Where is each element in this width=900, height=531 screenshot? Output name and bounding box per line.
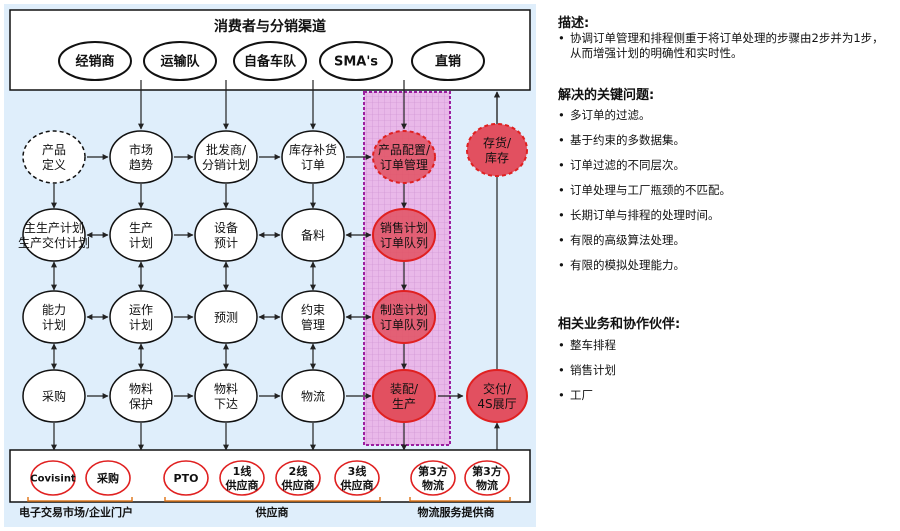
right-node-label: 存货/库存 [483,135,512,165]
channel-node [233,41,307,81]
bottom-node-label: 1线供应商 [225,464,259,492]
process-node [281,290,345,344]
process-node [281,130,345,184]
bottom-node-label: 第3方物流 [418,464,448,492]
process-node [281,369,345,423]
process-node [109,369,173,423]
process-node [109,130,173,184]
process-node [22,130,86,184]
process-node-label: 约束管理 [301,302,325,332]
bottom-node-label: Covisint [30,474,76,485]
description-item: 协调订单管理和排程侧重于将订单处理的步骤由2步并为1步，从而增强计划的明确性和实… [558,31,893,61]
process-node [194,369,258,423]
info-panel: 描述: 协调订单管理和排程侧重于将订单处理的步骤由2步并为1步，从而增强计划的明… [548,0,900,531]
bottom-node [30,460,76,496]
issue-item: 多订单的过滤。 [558,108,893,123]
channel-label: 运输队 [160,54,200,70]
process-diagram: 消费者与分销渠道 经销商 运输队 自备车队 SMA's 直销 产品定义 市场趋势 批发商/分… [4,4,536,527]
issue-item: 订单过滤的不同层次。 [558,158,893,173]
process-node [22,369,86,423]
group-label: 电子交易市场/企业门户 [19,505,133,519]
bottom-node [275,460,321,496]
process-node-label: 物料保护 [129,382,153,411]
bottom-node [85,460,131,496]
bottom-node [334,460,380,496]
channel-node [143,41,217,81]
process-node-label: 市场趋势 [129,142,153,172]
partner-item: 销售计划 [558,363,893,378]
group-label: 物流服务提供商 [418,505,495,519]
issue-item: 基于约束的多数据集。 [558,133,893,148]
right-node [466,123,528,177]
bottom-node [410,460,456,496]
process-node-label: 生产计划 [129,221,153,250]
process-node [372,369,436,423]
group-bracket [27,497,133,502]
process-node-label: 销售计划订单队列 [380,220,428,250]
channel-label: SMA's [334,55,378,70]
process-node-label: 制造计划订单队列 [380,303,428,332]
process-node-label: 设备预计 [214,221,238,250]
process-node [194,208,258,262]
process-node [372,130,436,184]
issues-title: 解决的关键问题: [558,88,655,103]
process-node [22,290,86,344]
bottom-node-label: 第3方物流 [472,464,502,492]
bottom-node-label: 3线供应商 [340,464,374,492]
bottom-node-label: 采购 [96,471,119,485]
bottom-node-label: PTO [174,472,199,485]
issue-item: 长期订单与排程的处理时间。 [558,208,893,223]
process-node-label: 物流 [301,389,325,403]
partner-item: 整车排程 [558,338,893,353]
group-bracket [164,497,381,502]
bottom-node [219,460,265,496]
issue-item: 有限的模拟处理能力。 [558,258,893,273]
bottom-node [464,460,510,496]
channel-label: 直销 [435,54,461,70]
process-node-label: 采购 [42,388,66,403]
process-node [281,208,345,262]
top-channel-title: 消费者与分销渠道 [214,18,326,35]
process-node-label: 备料 [301,228,325,242]
process-node [372,290,436,344]
process-node-label: 批发商/分销计划 [202,142,250,172]
process-node-label: 产品定义 [42,143,66,172]
description-list: 协调订单管理和排程侧重于将订单处理的步骤由2步并为1步，从而增强计划的明确性和实… [558,31,893,61]
process-node [372,208,436,262]
channel-node [58,41,132,81]
right-node-label: 交付/4S展厅 [477,381,516,411]
process-node [194,290,258,344]
issue-item: 有限的高级算法处理。 [558,233,893,248]
partner-item: 工厂 [558,388,893,403]
channel-label: 自备车队 [244,54,297,70]
channel-node [411,41,485,81]
process-node-label: 预测 [214,310,238,324]
group-label: 供应商 [255,505,289,519]
channel-label: 经销商 [75,54,114,70]
partners-title: 相关业务和协作伙伴: [558,317,681,332]
channel-node [319,41,393,81]
bottom-node-label: 2线供应商 [281,464,315,492]
process-node-label: 装配/生产 [390,382,419,411]
process-node-label: 库存补货订单 [289,142,337,172]
process-node [22,208,86,262]
right-node [466,369,528,423]
process-node-label: 能力计划 [42,303,66,332]
process-node-label: 物料下达 [214,382,238,411]
partners-list: 整车排程销售计划工厂 [558,338,893,413]
bottom-node [163,460,209,496]
group-bracket [409,497,511,502]
description-title: 描述: [558,16,590,31]
issue-item: 订单处理与工厂瓶颈的不匹配。 [558,183,893,198]
process-node [109,290,173,344]
process-node-label: 主生产计划生产交付计划 [18,221,90,250]
process-node-label: 产品配置/订单管理 [378,143,431,172]
process-node [109,208,173,262]
process-node [194,130,258,184]
process-node-label: 运作计划 [129,303,153,332]
issues-list: 多订单的过滤。基于约束的多数据集。订单过滤的不同层次。订单处理与工厂瓶颈的不匹配… [558,108,893,283]
